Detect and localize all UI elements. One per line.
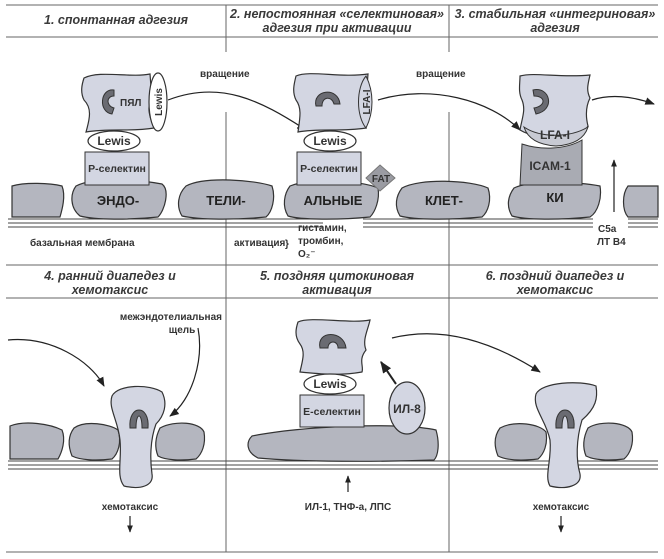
leukocyte-nucleus bbox=[102, 89, 115, 115]
ltb4-label: ЛТ B4 bbox=[597, 237, 626, 248]
activation-brace: } bbox=[285, 239, 289, 250]
endothelial-cell bbox=[494, 423, 548, 461]
il8-bubble bbox=[388, 381, 426, 435]
p-selectin-label-1: Р-селектин bbox=[88, 163, 146, 175]
fat-diamond bbox=[365, 164, 396, 192]
activator-2: тромбин, bbox=[298, 235, 344, 247]
c5a-label: C5a bbox=[598, 224, 617, 235]
leukocyte-6-transmigrating bbox=[534, 382, 598, 489]
endothelium-word-4: КЛЕТ- bbox=[425, 193, 463, 208]
endothelial-cell bbox=[68, 422, 121, 461]
lfa1-side-label: LFA-I bbox=[362, 89, 373, 114]
leukocyte-4-transmigrating bbox=[110, 385, 166, 489]
lewis-2 bbox=[303, 130, 357, 152]
endothelial-cell bbox=[11, 182, 65, 218]
leukocyte-nucleus bbox=[555, 409, 575, 429]
panel-6-header-line1: 6. поздний диапедез и bbox=[486, 269, 625, 283]
lfa1-side-2 bbox=[358, 75, 373, 129]
panel-3-header-line1: 3. стабильная «интегриновая» bbox=[455, 7, 656, 21]
endothelium-word-2: ТЕЛИ- bbox=[206, 193, 245, 208]
lewis-side-1 bbox=[148, 72, 168, 132]
cleft-label-2: щель bbox=[169, 325, 196, 336]
activator-3: O₂⁻ bbox=[298, 249, 316, 260]
endothelium-word-5: КИ bbox=[546, 190, 563, 205]
endothelium-word-1: ЭНДО- bbox=[97, 193, 139, 208]
panel-2-header-line2: адгезия при активации bbox=[263, 21, 412, 35]
lfa1-label-3: LFA-I bbox=[540, 128, 570, 142]
panel-4-header-line1: 4. ранний диапедез и bbox=[43, 269, 176, 283]
lfa1-3 bbox=[523, 125, 589, 147]
rotation-arrow-2 bbox=[377, 93, 521, 131]
endothelial-cell bbox=[155, 422, 206, 461]
panel-5-header-line2: активация bbox=[302, 283, 372, 297]
endothelial-cell bbox=[9, 422, 65, 460]
cleft-arrow bbox=[169, 327, 201, 417]
leukocyte-2 bbox=[293, 73, 369, 133]
chemotaxis-label-6: хемотаксис bbox=[533, 502, 590, 513]
activator-1: гистамин, bbox=[298, 223, 347, 234]
panel-2-header-line1: 2. непостоянная «селектиновая» bbox=[229, 7, 444, 21]
lewis-label-2: Lewis bbox=[313, 134, 347, 148]
icam-1 bbox=[519, 139, 583, 186]
p-selectin-1 bbox=[84, 151, 150, 186]
endothelial-cell bbox=[583, 422, 634, 461]
rotation-arrow-1 bbox=[167, 91, 307, 131]
panel-5-header-line1: 5. поздняя цитокиновая bbox=[260, 269, 415, 283]
rotation-label-1: вращение bbox=[200, 69, 250, 80]
cleft-label-1: межэндотелиальная bbox=[120, 312, 222, 323]
activation-label: активация bbox=[234, 238, 285, 249]
e-selectin-label-5: Е-селектин bbox=[303, 406, 361, 418]
lewis-5 bbox=[303, 373, 357, 395]
leukocyte-5 bbox=[295, 319, 371, 375]
pyl-label: ПЯЛ bbox=[120, 98, 141, 109]
panel-6-header-line2: хемотаксис bbox=[516, 283, 593, 297]
il8-arrow bbox=[380, 361, 397, 385]
lewis-side-label: Lewis bbox=[154, 88, 165, 116]
leukocyte-nucleus bbox=[129, 409, 149, 429]
e-selectin-5 bbox=[299, 394, 365, 428]
lewis-label-5: Lewis bbox=[313, 377, 347, 391]
fat-label: FAT bbox=[372, 174, 390, 185]
endothelium-word-3: АЛЬНЫЕ bbox=[304, 193, 363, 208]
leukocyte-nucleus bbox=[532, 89, 549, 115]
icam-1-label: ICAM-1 bbox=[529, 159, 571, 173]
lewis-1 bbox=[87, 130, 141, 152]
lewis-label-1: Lewis bbox=[97, 134, 131, 148]
p-selectin-2 bbox=[296, 151, 362, 186]
leukocyte-nucleus bbox=[319, 334, 347, 349]
cytokines-label: ИЛ-1, ТНФ-а, ЛПС bbox=[305, 502, 391, 513]
leukocyte-nucleus bbox=[315, 91, 341, 107]
p-selectin-label-2: Р-селектин bbox=[300, 163, 358, 175]
il8-label: ИЛ-8 bbox=[393, 402, 421, 416]
rotation-arrow-3 bbox=[591, 95, 655, 105]
migration-arrow-4 bbox=[7, 338, 105, 387]
basal-membrane-label: базальная мембрана bbox=[30, 237, 135, 249]
endothelial-cell bbox=[622, 185, 659, 218]
leukocyte-1 bbox=[81, 73, 155, 133]
chemotaxis-label-4: хемотаксис bbox=[102, 502, 159, 513]
migration-arrow-5 bbox=[391, 333, 541, 373]
panel-1-header: 1. спонтанная адгезия bbox=[44, 13, 189, 27]
endothelial-cell bbox=[177, 179, 275, 220]
panel-3-header-line2: адгезия bbox=[530, 21, 580, 35]
rotation-label-2: вращение bbox=[416, 69, 466, 80]
panel-4-header-line2: хемотаксис bbox=[71, 283, 148, 297]
endothelial-cell bbox=[395, 180, 491, 220]
